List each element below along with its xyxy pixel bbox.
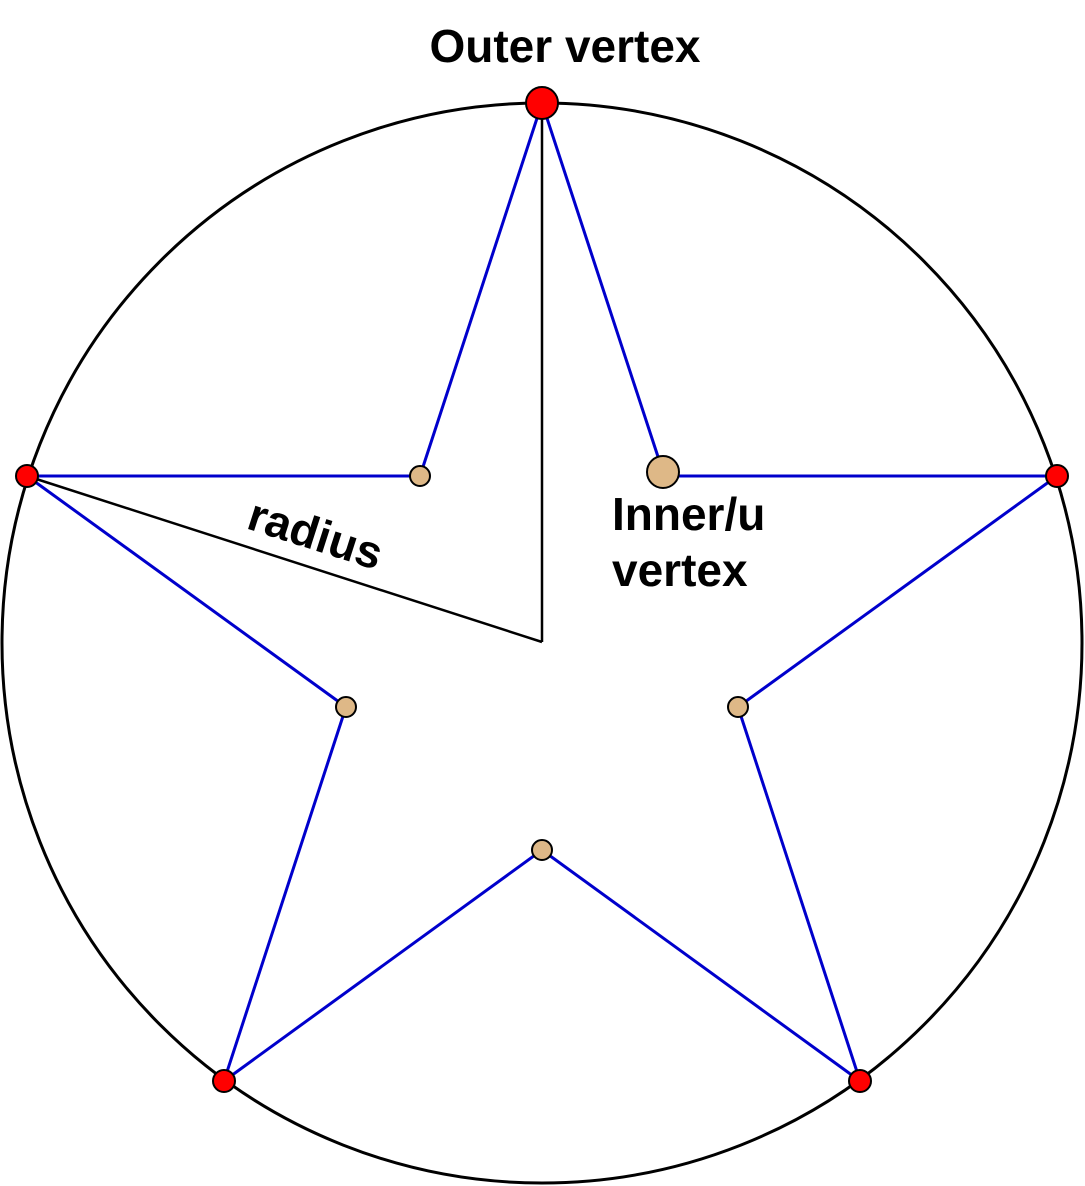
outer-vertex-point (1045, 464, 1069, 488)
star-edge (223, 848, 543, 1083)
inner-vertex-point (531, 839, 553, 861)
outer-vertex-point (212, 1069, 236, 1093)
star-edge (222, 706, 348, 1082)
inner-vertex-point-highlighted (646, 455, 680, 489)
inner-vertices (335, 455, 749, 861)
radius-line (26, 474, 543, 644)
inner-vertex-point (335, 696, 357, 718)
outer-vertices (15, 86, 1069, 1093)
outer-vertex-point (848, 1069, 872, 1093)
star-edge (736, 706, 862, 1082)
radius-lines (26, 103, 544, 644)
outer-vertex-label: Outer vertex (429, 20, 700, 72)
outer-vertex-point-highlighted (525, 86, 559, 120)
star-edges (26, 102, 1058, 1083)
inner-vertex-label-line2: vertex (612, 544, 748, 596)
star-edge (418, 102, 544, 477)
inner-vertex-point (727, 696, 749, 718)
radius-label: radius (242, 488, 389, 580)
outer-vertex-point (15, 464, 39, 488)
star-edge (541, 848, 861, 1083)
inner-vertex-point (409, 465, 431, 487)
star-edge (26, 474, 347, 709)
inner-vertex-label-line1: Inner/u (612, 488, 765, 540)
star-edge (737, 474, 1058, 709)
star-edge (540, 102, 665, 473)
